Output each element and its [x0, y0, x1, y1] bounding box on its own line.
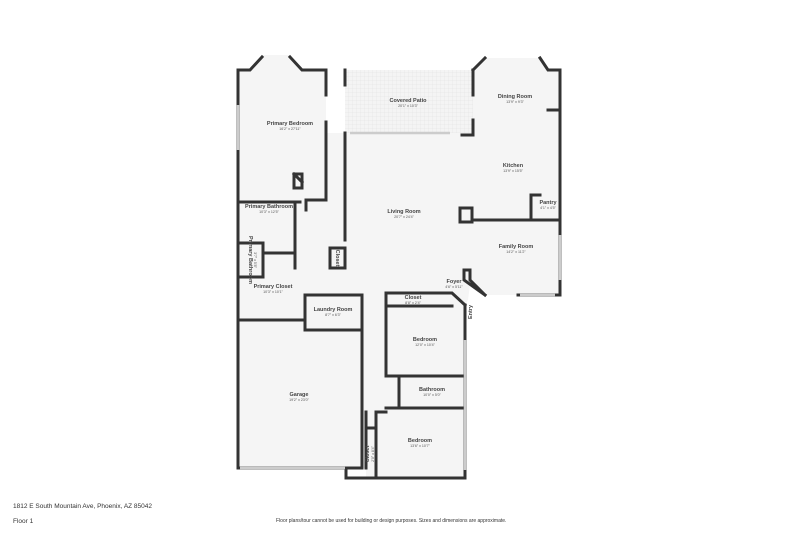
floor-fill — [238, 55, 560, 478]
svg-text:Closet: Closet — [365, 445, 371, 462]
svg-text:20'1" x 10'3": 20'1" x 10'3" — [398, 104, 418, 108]
svg-text:Dining Room: Dining Room — [498, 94, 532, 100]
svg-text:Bedroom: Bedroom — [408, 438, 432, 444]
svg-text:3'7" x 5'8": 3'7" x 5'8" — [253, 252, 257, 268]
svg-text:Primary Closet: Primary Closet — [254, 284, 293, 290]
svg-text:Pantry: Pantry — [539, 200, 557, 206]
svg-text:Laundry Room: Laundry Room — [314, 307, 353, 313]
svg-text:4'1" x 4'5": 4'1" x 4'5" — [540, 206, 556, 210]
svg-text:13'9" x 9'3": 13'9" x 9'3" — [506, 100, 524, 104]
svg-text:10'0" x 5'0": 10'0" x 5'0" — [423, 393, 441, 397]
svg-text:16'2" x 27'11": 16'2" x 27'11" — [279, 127, 301, 131]
svg-text:Living Room: Living Room — [387, 209, 420, 215]
svg-text:10'3" x 10'1": 10'3" x 10'1" — [263, 290, 283, 294]
svg-text:Garage: Garage — [290, 392, 309, 398]
svg-text:13'6" x 10'7": 13'6" x 10'7" — [410, 444, 430, 448]
svg-text:13'9" x 15'5": 13'9" x 15'5" — [503, 169, 523, 173]
svg-text:2'0" x 8'4": 2'0" x 8'4" — [371, 445, 375, 461]
svg-text:8'7" x 6'3": 8'7" x 6'3" — [325, 313, 341, 317]
svg-text:20'7" x 24'4": 20'7" x 24'4" — [394, 215, 414, 219]
entry-label: Entry — [468, 304, 474, 319]
windows — [236, 105, 562, 470]
svg-text:19'2" x 23'0": 19'2" x 23'0" — [289, 398, 309, 402]
svg-text:Kitchen: Kitchen — [503, 163, 524, 169]
room-closet-living: Closet — [334, 250, 340, 267]
svg-text:12'0" x 10'4": 12'0" x 10'4" — [415, 343, 435, 347]
walls — [236, 54, 562, 480]
svg-text:Entry: Entry — [468, 304, 474, 319]
svg-text:Covered Patio: Covered Patio — [390, 98, 428, 104]
svg-text:Primary Bathroom: Primary Bathroom — [247, 236, 253, 284]
svg-text:4'6" x 5'11": 4'6" x 5'11" — [445, 285, 463, 289]
address: 1812 E South Mountain Ave, Phoenix, AZ 8… — [13, 503, 153, 510]
covered-patio-floor — [345, 70, 473, 133]
svg-text:Foyer: Foyer — [447, 279, 463, 285]
svg-text:Bedroom: Bedroom — [413, 337, 437, 343]
svg-text:Primary Bathroom: Primary Bathroom — [245, 204, 293, 210]
svg-text:Primary Bedroom: Primary Bedroom — [267, 121, 313, 127]
svg-text:8'8" x 2'4": 8'8" x 2'4" — [405, 301, 421, 305]
svg-text:Bathroom: Bathroom — [419, 387, 445, 393]
svg-text:Closet: Closet — [334, 250, 340, 267]
floor-label: Floor 1 — [13, 518, 34, 525]
svg-text:14'2" x 11'2": 14'2" x 11'2" — [506, 250, 526, 254]
svg-text:10'3" x 12'5": 10'3" x 12'5" — [259, 210, 279, 214]
disclaimer: Floor plans/tour cannot be used for buil… — [276, 518, 507, 524]
svg-text:Family Room: Family Room — [499, 244, 534, 250]
svg-text:Closet: Closet — [405, 295, 422, 301]
